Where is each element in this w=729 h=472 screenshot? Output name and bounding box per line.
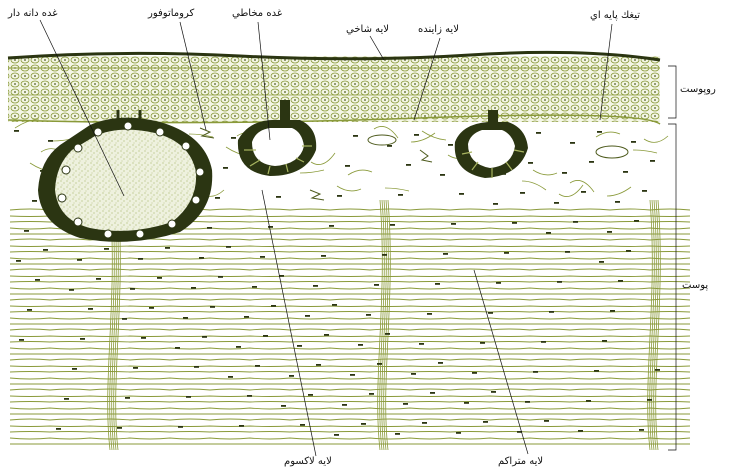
label-basal-cell: تيغك پايه اي — [590, 10, 640, 21]
epidermis-layer — [8, 52, 660, 124]
label-stratum-corneum: لايه شاخي — [346, 24, 389, 35]
granular-gland — [38, 110, 212, 242]
label-spongy-layer: لايه لاكسوم — [284, 456, 332, 467]
label-dermis: پوست — [682, 280, 708, 291]
label-granular-gland: غده دانه دار — [8, 8, 58, 19]
label-chromatophore: کروماتوفور — [148, 8, 194, 19]
label-germinative-layer: لايه زاينده — [418, 24, 459, 35]
label-epidermis: روپوست — [680, 84, 716, 95]
label-compact-layer: لايه متراكم — [498, 456, 543, 467]
label-mucous-gland: غده مخاطي — [232, 8, 282, 19]
